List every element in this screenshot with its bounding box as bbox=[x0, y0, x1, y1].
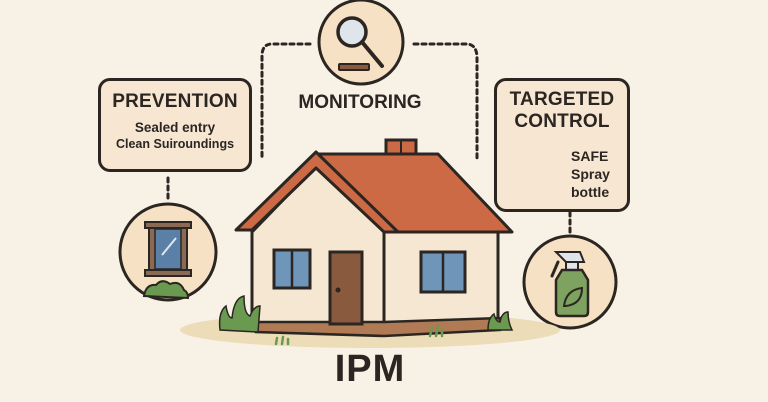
prevention-card: PREVENTION Sealed entry Clean Suiroundin… bbox=[98, 78, 252, 172]
targeted-control-title-2: CONTROL bbox=[514, 111, 610, 132]
targeted-line-2: Spray bbox=[571, 166, 610, 182]
targeted-line-3: bottle bbox=[571, 184, 610, 200]
targeted-control-card: TARGETED CONTROL SAFE Spray bottle bbox=[494, 78, 630, 212]
prevention-line-2: Clean Suiroundings bbox=[115, 137, 235, 151]
house-icon bbox=[218, 138, 514, 346]
targeted-line-1: SAFE bbox=[571, 148, 609, 164]
ipm-title: IPM bbox=[334, 348, 406, 390]
connector-lines bbox=[166, 42, 572, 236]
magnifying-glass-icon bbox=[317, 0, 405, 86]
targeted-control-title-1: TARGETED bbox=[509, 89, 615, 110]
prevention-title: PREVENTION bbox=[112, 91, 238, 112]
spray-bottle-icon bbox=[522, 234, 618, 330]
window-icon bbox=[118, 202, 218, 302]
monitoring-title: MONITORING bbox=[298, 92, 422, 113]
prevention-line-1: Sealed entry bbox=[134, 120, 216, 135]
